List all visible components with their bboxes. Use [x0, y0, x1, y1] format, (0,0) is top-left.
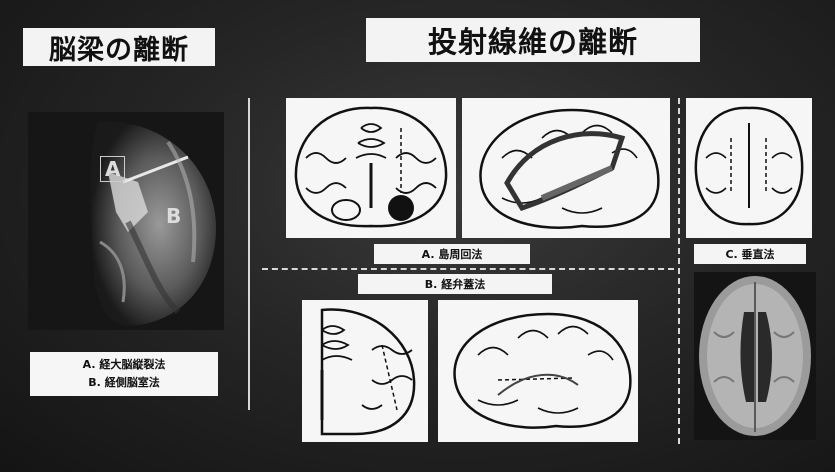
- lateral-brain-sketch-a: [462, 98, 670, 238]
- mri-coronal-left: A B: [28, 112, 224, 330]
- title-left: 脳梁の離断: [23, 28, 215, 66]
- coronal-brain-sketch: [286, 98, 456, 238]
- section-divider-dashed: [678, 98, 680, 444]
- mri-coronal-image: [28, 112, 224, 330]
- diagram-a-coronal: [286, 98, 456, 238]
- left-legend: A. 経大脳縦裂法 B. 経側脳室法: [30, 352, 218, 396]
- mri-axial-image: [694, 272, 816, 440]
- label-b: B. 経弁蓋法: [358, 274, 552, 294]
- mri-marker-b: B: [166, 204, 181, 228]
- diagram-a-lateral: [462, 98, 670, 238]
- label-c: C. 垂直法: [694, 244, 806, 264]
- coronal-half-brain-sketch: [302, 300, 428, 442]
- section-divider-horizontal: [262, 268, 674, 270]
- label-a: A. 島周回法: [374, 244, 530, 264]
- legend-item-b: B. 経側脳室法: [88, 374, 159, 392]
- diagram-b-coronal: [302, 300, 428, 442]
- legend-item-a: A. 経大脳縦裂法: [83, 356, 166, 374]
- section-divider: [248, 98, 250, 410]
- diagram-c-coronal: [686, 98, 812, 238]
- mri-marker-a: A: [100, 156, 125, 182]
- mri-axial-right: [694, 272, 816, 440]
- coronal-brain-sketch-c: [686, 98, 812, 238]
- lateral-brain-sketch-b: [438, 300, 638, 442]
- title-right: 投射線維の離断: [366, 18, 700, 62]
- diagram-b-lateral: [438, 300, 638, 442]
